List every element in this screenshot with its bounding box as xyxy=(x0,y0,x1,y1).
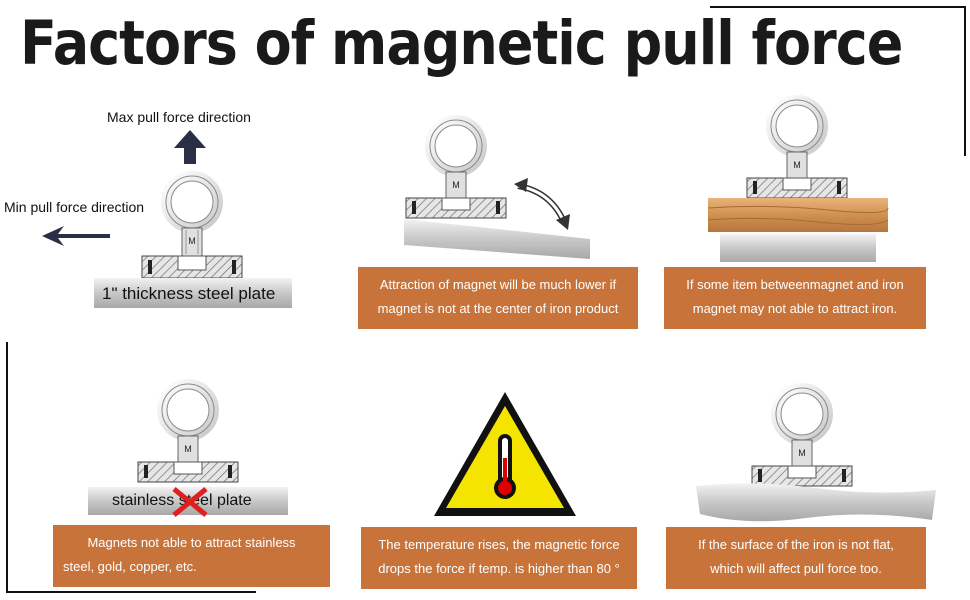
svg-text:M: M xyxy=(793,160,801,170)
frame-right-line xyxy=(964,6,966,156)
eye-bolt-magnet-icon: M xyxy=(405,115,507,219)
warning-thermometer-icon xyxy=(434,392,576,516)
tilted-steel-plate xyxy=(404,219,590,259)
wood-board xyxy=(707,198,889,232)
steel-plate xyxy=(94,278,292,308)
frame-top-line xyxy=(710,6,966,8)
caption-off-center: Attraction of magnet will be much lower … xyxy=(358,267,638,329)
arrow-up-icon xyxy=(174,130,206,164)
arrow-left-icon xyxy=(42,226,110,246)
cross-mark-icon xyxy=(172,487,208,517)
caption-item-between: If some item betweenmagnet and iron magn… xyxy=(664,267,926,329)
page-title: Factors of magnetic pull force xyxy=(20,8,903,79)
caption-temperature: The temperature rises, the magnetic forc… xyxy=(361,527,637,589)
eye-bolt-magnet-icon: M xyxy=(751,383,853,487)
uneven-steel-plate xyxy=(696,483,936,522)
caption-not-flat: If the surface of the iron is not flat, … xyxy=(666,527,926,589)
svg-text:M: M xyxy=(188,236,196,246)
steel-plate xyxy=(720,234,876,262)
svg-text:M: M xyxy=(184,444,192,454)
frame-left-line xyxy=(6,342,8,592)
svg-text:M: M xyxy=(798,448,806,458)
min-pull-label: Min pull force direction xyxy=(4,199,145,215)
max-pull-label: Max pull force direction xyxy=(107,109,251,125)
eye-bolt-magnet-icon: M xyxy=(137,379,239,483)
eye-bolt-magnet-icon: M xyxy=(746,95,848,199)
svg-text:M: M xyxy=(452,180,460,190)
stainless-plate-label: stainless steel plate xyxy=(112,492,252,509)
frame-bottom-line xyxy=(6,591,256,593)
eye-bolt-magnet-icon: M xyxy=(141,171,243,279)
steel-plate-label: 1" thickness steel plate xyxy=(102,284,276,303)
caption-stainless: Magnets not able to attract stainless st… xyxy=(53,525,330,587)
curved-arrow-icon xyxy=(514,178,570,230)
